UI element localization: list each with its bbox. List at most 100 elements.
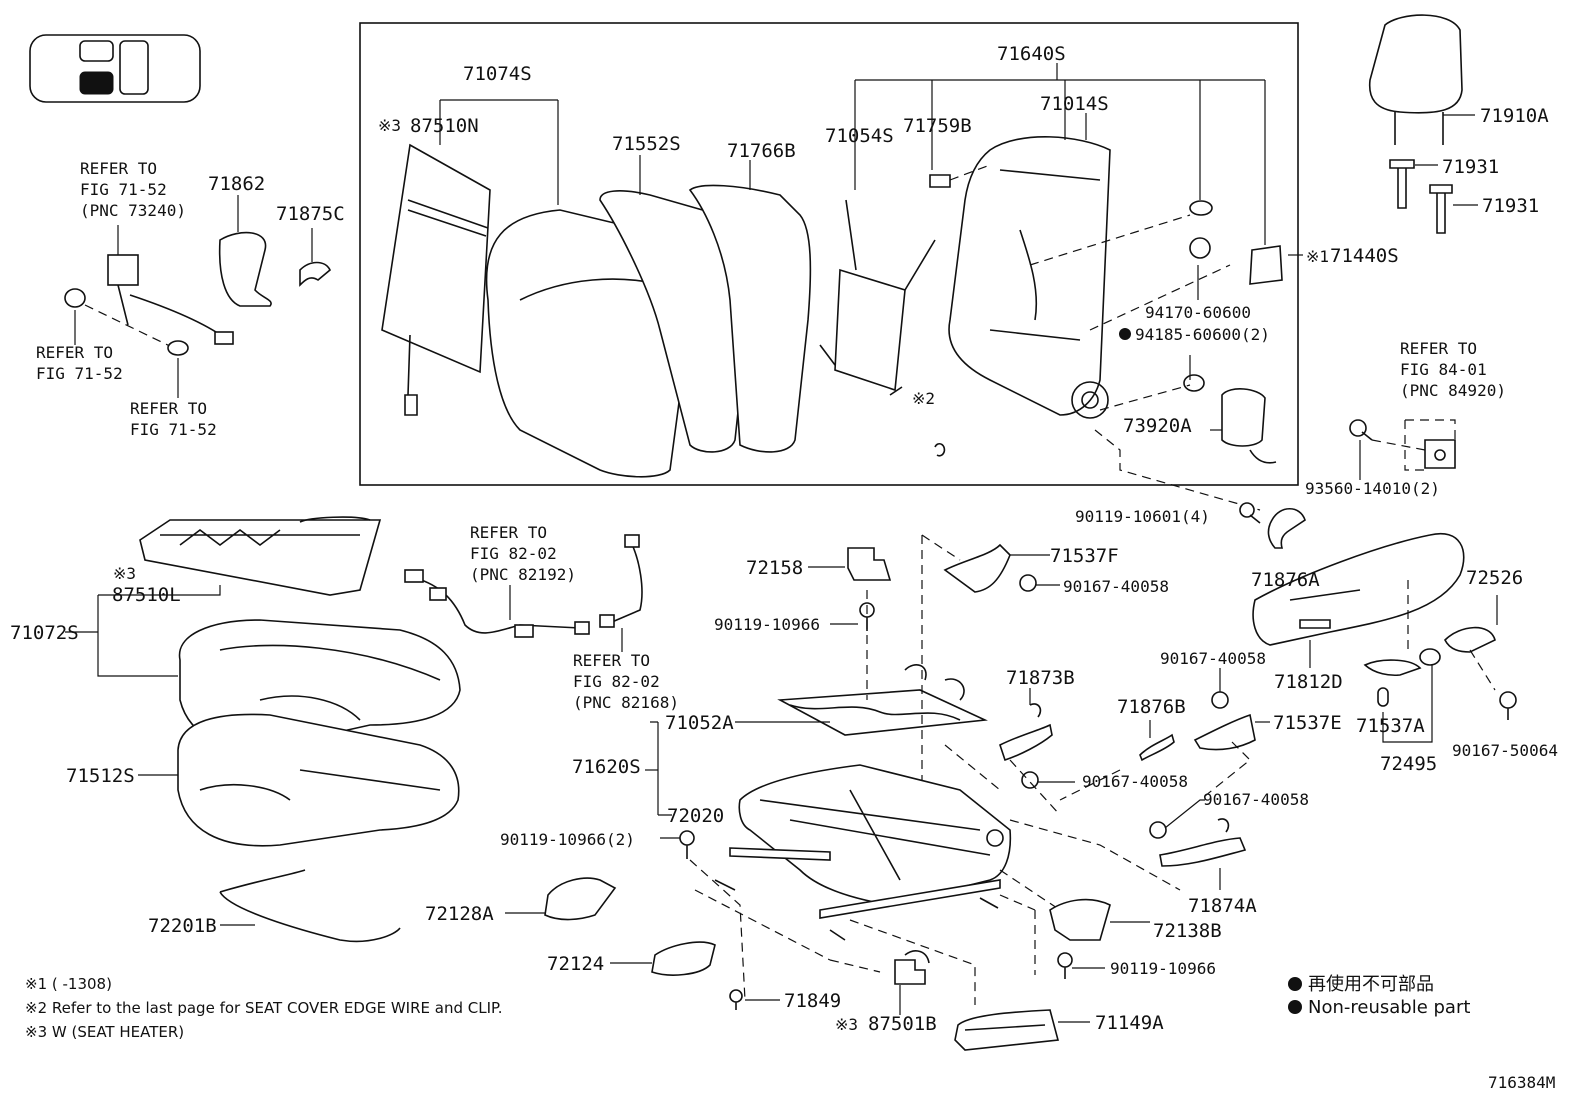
- bolt-90119-10601[interactable]: [1239, 502, 1261, 524]
- refer-4-line2: FIG 82-02: [470, 544, 557, 563]
- connector-87501B[interactable]: [894, 950, 930, 985]
- bracket-72158[interactable]: [847, 547, 892, 581]
- label-71873B: 71873B: [1006, 667, 1075, 689]
- screw-90167-50064[interactable]: [1499, 691, 1517, 720]
- refer-3-line1: REFER TO: [130, 399, 207, 418]
- knob-72526[interactable]: [1444, 626, 1496, 653]
- bolt-90119-10966-c[interactable]: [1057, 952, 1073, 979]
- refer-6-line1: REFER TO: [1400, 339, 1477, 358]
- refer-4-line1: REFER TO: [470, 523, 547, 542]
- mark-3-b: ※3: [113, 564, 136, 583]
- legend-non-reusable-ja: 再使用不可部品: [1308, 974, 1434, 995]
- label-71537A: 71537A: [1356, 715, 1425, 737]
- shield-71812D[interactable]: [1252, 532, 1465, 646]
- seat-cushion-frame-72020[interactable]: [738, 764, 1012, 906]
- nut-94185-60600[interactable]: [1183, 374, 1205, 392]
- label-71766B: 71766B: [727, 140, 796, 162]
- refer-6-line2: FIG 84-01: [1400, 360, 1487, 379]
- screw-90167-40058-c[interactable]: [1211, 691, 1229, 709]
- seatback-frame-71014S[interactable]: [948, 136, 1111, 419]
- seatback-pad-71552S[interactable]: [599, 190, 752, 453]
- cover-71876A[interactable]: [1267, 507, 1306, 549]
- label-90167-40058-d: 90167-40058: [1203, 790, 1309, 809]
- cover-71875C[interactable]: [299, 261, 331, 287]
- lumbar-support-71054S[interactable]: [819, 199, 936, 396]
- cover-72128A[interactable]: [544, 877, 617, 921]
- refer-5-line2: FIG 82-02: [573, 672, 660, 691]
- refer-1-line1: REFER TO: [80, 159, 157, 178]
- headrest-guide-71931-a[interactable]: [1389, 159, 1438, 209]
- label-71931-a: 71931: [1442, 156, 1499, 178]
- headrest-71910A[interactable]: [1368, 14, 1475, 145]
- label-72201B: 72201B: [148, 915, 217, 937]
- cover-72124[interactable]: [651, 941, 716, 976]
- label-71875C: 71875C: [276, 203, 345, 225]
- mark-1: ※1: [1306, 247, 1329, 266]
- cover-71149A[interactable]: [954, 1009, 1060, 1051]
- label-72020: 72020: [667, 805, 724, 827]
- clip-71759B[interactable]: [929, 174, 951, 188]
- cover-71537E[interactable]: [1193, 713, 1256, 751]
- grommet-left[interactable]: [64, 288, 86, 308]
- non-reusable-dot-94185: [1119, 328, 1131, 340]
- label-71812D: 71812D: [1274, 671, 1343, 693]
- refer-5-line3: (PNC 82168): [573, 693, 679, 712]
- clip-belt[interactable]: [167, 340, 189, 356]
- label-90119-10966-a: 90119-10966: [714, 615, 820, 634]
- cushion-heater-87510L[interactable]: [139, 516, 382, 596]
- label-73920A: 73920A: [1123, 415, 1192, 437]
- footnote-1: ※1 ( -1308): [25, 975, 112, 993]
- label-87510L: 87510L: [112, 584, 181, 606]
- label-90119-10966-b: 90119-10966(2): [500, 830, 635, 849]
- seatback-assembly-frame: [359, 22, 1299, 486]
- refer-6-line3: (PNC 84920): [1400, 381, 1506, 400]
- screw-93560-14010[interactable]: [1349, 419, 1373, 441]
- clip-71440S[interactable]: [1189, 200, 1283, 285]
- refer-1-line3: (PNC 73240): [80, 201, 186, 220]
- seatback-board-71766B[interactable]: [688, 184, 812, 453]
- edge-wire-72201B[interactable]: [219, 869, 401, 943]
- label-94170-60600: 94170-60600: [1145, 303, 1251, 322]
- clip-71849[interactable]: [729, 989, 743, 1010]
- headrest-guide-71931-b[interactable]: [1429, 184, 1478, 234]
- legend-non-reusable-en: Non-reusable part: [1308, 997, 1470, 1018]
- cover-71537F[interactable]: [943, 543, 1011, 593]
- screw-90167-40058-d[interactable]: [1149, 821, 1167, 839]
- refer-3-line2: FIG 71-52: [130, 420, 217, 439]
- label-71640S: 71640S: [997, 43, 1066, 65]
- cover-72138B[interactable]: [1049, 898, 1111, 941]
- cushion-pad-71512S[interactable]: [177, 713, 460, 847]
- seat-position-icon: [29, 34, 201, 103]
- label-71149A: 71149A: [1095, 1012, 1164, 1034]
- screw-90167-40058-a[interactable]: [1019, 574, 1037, 592]
- seat-spring-71052A[interactable]: [777, 664, 988, 736]
- label-87501B: 87501B: [868, 1013, 937, 1035]
- cover-71876B[interactable]: [1139, 733, 1175, 762]
- knob-71537A[interactable]: [1363, 648, 1441, 707]
- screw-90167-40058-b[interactable]: [1021, 771, 1039, 789]
- diagram-id: 716384M: [1488, 1073, 1555, 1092]
- label-71512S: 71512S: [66, 765, 135, 787]
- seatback-heater-87510N[interactable]: [381, 143, 491, 416]
- label-71910A: 71910A: [1480, 105, 1549, 127]
- seat-track: [714, 847, 1001, 941]
- belt-guide-71862[interactable]: [218, 231, 272, 307]
- cushion-94170-60600[interactable]: [1189, 237, 1211, 259]
- label-90167-40058-b: 90167-40058: [1082, 772, 1188, 791]
- label-71074S: 71074S: [463, 63, 532, 85]
- refer-2-line2: FIG 71-52: [36, 364, 123, 383]
- label-71537F: 71537F: [1050, 545, 1119, 567]
- seat-belt-buckle: [107, 254, 234, 345]
- bolt-90119-10966-b[interactable]: [679, 830, 695, 859]
- wire-harness-82192: [404, 569, 590, 638]
- seatback-cover-71074S[interactable]: [485, 209, 691, 478]
- label-71014S: 71014S: [1040, 93, 1109, 115]
- footnote-2: ※2 Refer to the last page for SEAT COVER…: [25, 999, 502, 1017]
- link-71874A[interactable]: [1159, 818, 1247, 867]
- label-71054S: 71054S: [825, 125, 894, 147]
- side-airbag-73920A[interactable]: [1221, 388, 1277, 464]
- label-90167-40058-a: 90167-40058: [1063, 577, 1169, 596]
- link-71873B[interactable]: [999, 703, 1053, 762]
- label-71620S: 71620S: [572, 756, 641, 778]
